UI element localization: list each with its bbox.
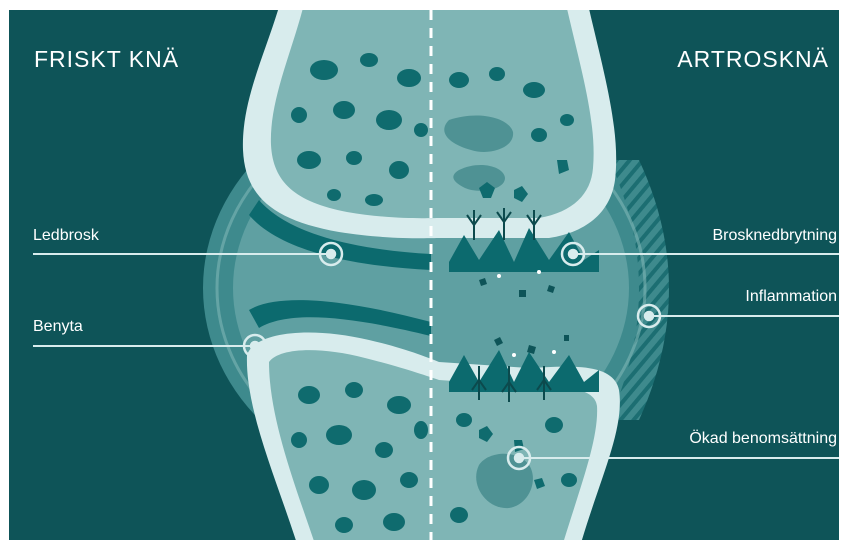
title-healthy-knee: FRISKT KNÄ: [34, 46, 179, 73]
title-arthritic-knee: ARTROSKNÄ: [677, 46, 829, 73]
knee-diagram: FRISKT KNÄ ARTROSKNÄ Ledbrosk Benyta Bro…: [9, 10, 839, 540]
knee-illustration: [9, 10, 839, 540]
label-brosknedbrytning: Brosknedbrytning: [712, 227, 837, 245]
label-okad-benomsattning: Ökad benomsättning: [689, 430, 837, 448]
label-ledbrosk: Ledbrosk: [33, 227, 99, 245]
label-benyta: Benyta: [33, 318, 83, 336]
femur-interior: [271, 10, 594, 218]
label-inflammation: Inflammation: [745, 288, 837, 306]
